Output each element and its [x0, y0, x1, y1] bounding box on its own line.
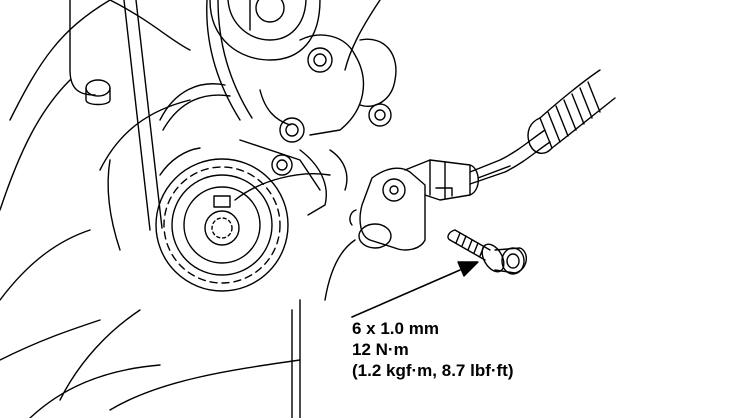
- wire-harness: [469, 69, 616, 185]
- timing-belt: [123, 0, 253, 231]
- crankshaft-position-sensor: [349, 159, 479, 251]
- crankshaft-sprocket: [155, 147, 289, 292]
- mounting-stud: [85, 79, 111, 106]
- tensioner-assembly: [239, 34, 397, 191]
- torque-alt-units-label: (1.2 kgf·m, 8.7 lbf·ft): [352, 361, 514, 380]
- leader-line: [299, 149, 327, 216]
- upper-pulley: [209, 0, 321, 61]
- engine-block-outline: [0, 0, 381, 418]
- bolt-size-label: 6 x 1.0 mm: [352, 319, 439, 338]
- flange-bolt: [447, 229, 527, 275]
- torque-nm-label: 12 N·m: [352, 340, 409, 359]
- callout-arrow: [351, 261, 479, 318]
